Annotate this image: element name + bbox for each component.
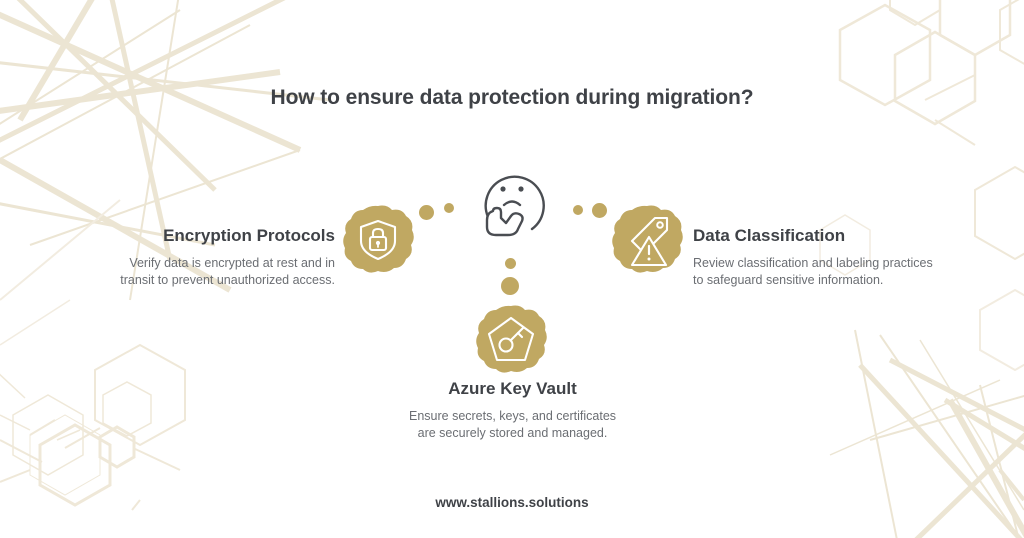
connector-dot	[444, 203, 454, 213]
tag-warning-icon	[612, 205, 683, 273]
connector-dot	[592, 203, 607, 218]
connector-dot	[501, 277, 519, 295]
feature-block-data-classification: Data Classification Review classificatio…	[693, 226, 938, 289]
shield-lock-icon	[343, 205, 414, 273]
connector-dot	[505, 258, 516, 269]
feature-heading: Encryption Protocols	[163, 226, 335, 245]
feature-body: Verify data is encrypted at rest and in …	[120, 256, 335, 287]
background-hexagons-top-right	[838, 0, 1024, 261]
thinking-face-icon	[484, 175, 545, 237]
feature-heading: Data Classification	[693, 226, 846, 245]
feature-block-encryption-protocols: Encryption Protocols Verify data is encr…	[100, 226, 335, 289]
feature-body: Ensure secrets, keys, and certificates a…	[408, 409, 617, 440]
page-title: How to ensure data protection during mig…	[270, 86, 754, 109]
feature-block-azure-key-vault: Azure Key Vault Ensure secrets, keys, an…	[400, 379, 625, 442]
pentagon-key-icon	[476, 305, 547, 373]
background-hexagons-bottom-left	[0, 343, 186, 511]
connector-dot	[573, 205, 583, 215]
feature-body: Review classification and labeling pract…	[693, 256, 933, 287]
website-url: www.stallions.solutions	[435, 495, 589, 510]
connector-dot	[419, 205, 434, 220]
feature-heading: Azure Key Vault	[448, 379, 577, 398]
